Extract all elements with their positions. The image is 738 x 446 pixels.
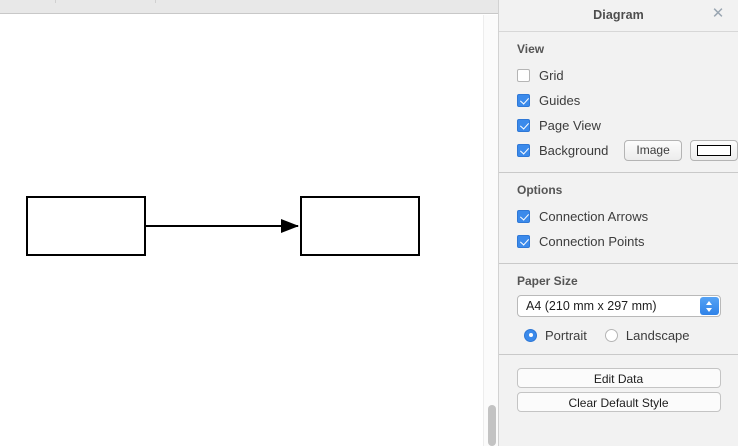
chevron-updown-icon[interactable] xyxy=(700,297,719,315)
panel-title: Diagram xyxy=(593,8,644,22)
view-option-grid[interactable]: Grid xyxy=(517,63,738,88)
canvas-surface[interactable] xyxy=(0,15,498,446)
grid-checkbox[interactable] xyxy=(517,69,530,82)
view-option-page-view[interactable]: Page View xyxy=(517,113,738,138)
options-section: Options Connection Arrows Connection Poi… xyxy=(499,173,738,264)
connector-layer xyxy=(146,219,299,233)
toolbar-divider xyxy=(55,0,56,3)
background-checkbox[interactable] xyxy=(517,144,530,157)
connection-arrows-checkbox[interactable] xyxy=(517,210,530,223)
guides-label: Guides xyxy=(539,93,581,108)
rectangle-2[interactable] xyxy=(300,196,420,256)
diagram-canvas[interactable] xyxy=(0,0,498,446)
panel-buttons-section: Edit Data Clear Default Style xyxy=(499,355,738,425)
toolbar-strip xyxy=(0,0,498,14)
guides-checkbox[interactable] xyxy=(517,94,530,107)
view-option-background[interactable]: Background Image xyxy=(517,138,738,163)
connection-points-checkbox[interactable] xyxy=(517,235,530,248)
scrollbar-thumb[interactable] xyxy=(488,405,496,446)
background-label: Background xyxy=(539,143,609,158)
close-icon[interactable]: ✕ xyxy=(711,5,725,22)
page-view-label: Page View xyxy=(539,118,601,133)
clear-default-style-button[interactable]: Clear Default Style xyxy=(516,392,721,412)
format-panel: Diagram ✕ View Grid Guides Page View Bac… xyxy=(498,0,738,446)
option-connection-points[interactable]: Connection Points xyxy=(517,229,738,254)
canvas-vertical-scrollbar[interactable] xyxy=(483,15,498,446)
grid-label: Grid xyxy=(539,68,564,83)
portrait-radio[interactable] xyxy=(524,328,537,342)
background-image-button[interactable]: Image xyxy=(624,140,682,161)
connection-points-label: Connection Points xyxy=(539,234,645,249)
paper-size-section: Paper Size A4 (210 mm x 297 mm) Portrait… xyxy=(499,264,738,355)
landscape-radio[interactable] xyxy=(604,328,618,342)
landscape-label: Landscape xyxy=(625,327,690,343)
toolbar-divider xyxy=(155,0,156,3)
background-color-swatch xyxy=(696,145,731,156)
rectangle-1[interactable] xyxy=(26,196,146,256)
view-section-title: View xyxy=(517,42,545,56)
connection-arrows-label: Connection Arrows xyxy=(539,209,649,224)
edit-data-button[interactable]: Edit Data xyxy=(516,368,721,388)
portrait-label: Portrait xyxy=(545,327,587,343)
view-option-guides[interactable]: Guides xyxy=(517,88,738,113)
paper-size-value: A4 (210 mm x 297 mm) xyxy=(526,299,657,313)
paper-size-select[interactable]: A4 (210 mm x 297 mm) xyxy=(517,295,721,317)
page-view-checkbox[interactable] xyxy=(517,119,530,132)
options-section-title: Options xyxy=(517,183,563,197)
panel-header: Diagram ✕ xyxy=(499,0,738,32)
orientation-group[interactable]: Portrait Landscape xyxy=(524,325,738,345)
option-connection-arrows[interactable]: Connection Arrows xyxy=(517,204,738,229)
paper-size-section-title: Paper Size xyxy=(517,274,578,288)
view-section: View Grid Guides Page View Background Im… xyxy=(499,32,738,173)
background-color-button[interactable] xyxy=(689,140,738,161)
